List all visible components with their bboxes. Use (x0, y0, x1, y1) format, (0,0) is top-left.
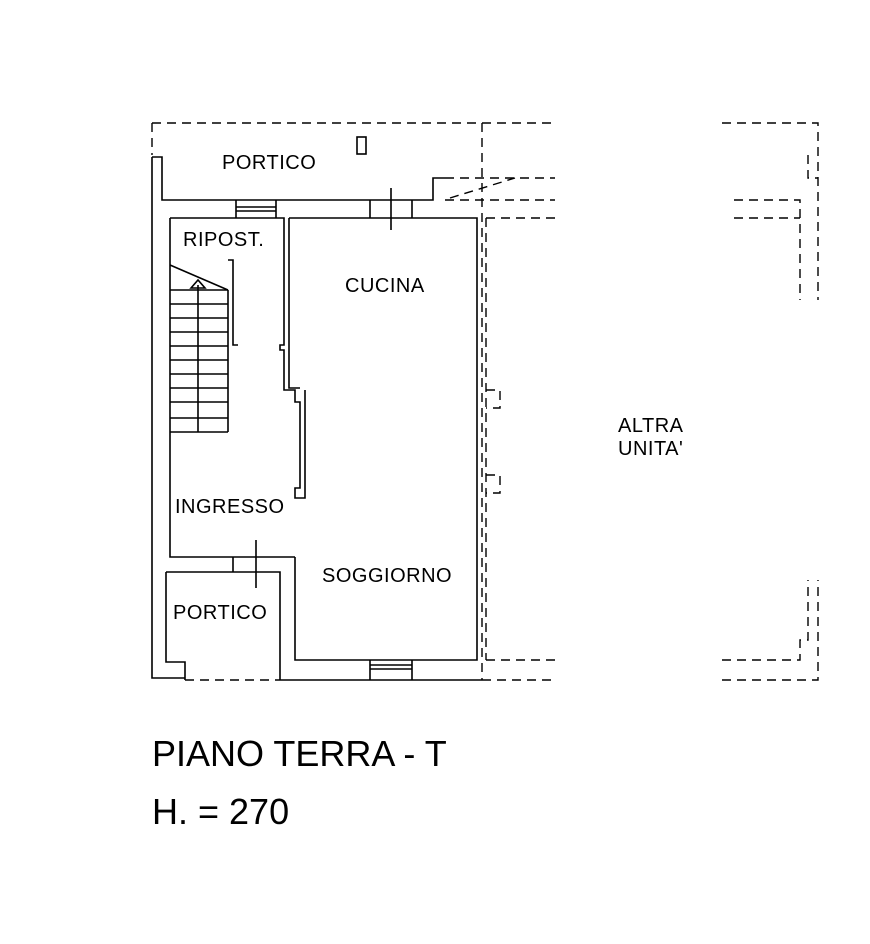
room-label-ripostiglio: RIPOST. (183, 229, 265, 251)
walls (151, 136, 482, 681)
staircase (169, 259, 238, 433)
room-label-cucina: CUCINA (345, 275, 425, 297)
room-label-portico-bottom: PORTICO (173, 602, 268, 624)
room-label-soggiorno: SOGGIORNO (322, 565, 453, 587)
room-label-altra-unita-line1: ALTRA (618, 415, 684, 437)
dashed-boundaries (151, 122, 819, 681)
room-label-portico-top: PORTICO (222, 152, 317, 174)
floor-title: PIANO TERRA - T (152, 733, 447, 774)
ceiling-height: H. = 270 (152, 791, 290, 832)
room-label-altra-unita-line2: UNITA' (618, 438, 684, 460)
room-label-ingresso: INGRESSO (175, 496, 285, 518)
stair-direction-arrow-icon (189, 278, 207, 289)
